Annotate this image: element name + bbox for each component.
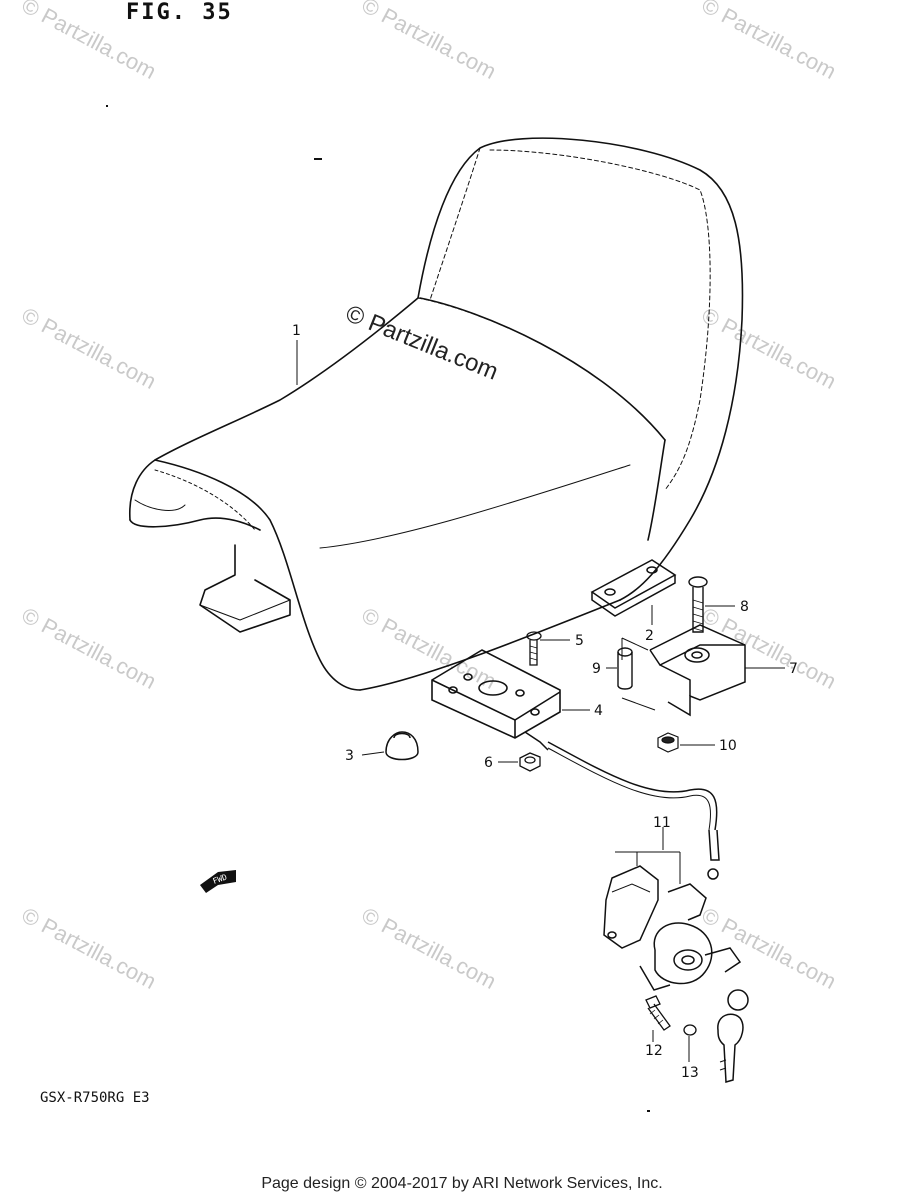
leader-lines <box>296 340 785 1062</box>
callout-labels: 1 2 3 4 5 6 7 8 9 10 11 12 13 <box>292 323 798 1081</box>
watermark-layer: © Partzilla.com © Partzilla.com © Partzi… <box>18 0 841 994</box>
callout-13: 13 <box>681 1065 699 1081</box>
scan-marks <box>106 105 650 1112</box>
spacer-part <box>617 647 633 690</box>
callout-3: 3 <box>345 748 354 764</box>
bolt-part-12 <box>645 995 671 1031</box>
footer-copyright: Page design © 2004-2017 by ARI Network S… <box>261 1175 663 1192</box>
callout-4: 4 <box>594 703 603 719</box>
watermark: © Partzilla.com <box>358 0 501 84</box>
seat-lock-cable <box>524 731 720 880</box>
lock-housing-part <box>431 649 561 739</box>
watermark: © Partzilla.com <box>18 602 161 694</box>
cap-part <box>683 1024 697 1036</box>
callout-10: 10 <box>719 738 737 754</box>
watermark: © Partzilla.com <box>18 902 161 994</box>
screw-part <box>526 631 542 666</box>
forward-arrow-icon: FWD <box>200 870 236 893</box>
watermark: © Partzilla.com <box>18 302 161 394</box>
callout-8: 8 <box>740 599 749 615</box>
bolt-part <box>688 576 708 633</box>
callout-9: 9 <box>592 661 601 677</box>
bracket-part <box>621 624 746 717</box>
nut-part-10 <box>657 732 679 753</box>
plate-part <box>590 559 677 617</box>
rubber-stopper-part <box>385 731 419 761</box>
callout-12: 12 <box>645 1043 663 1059</box>
watermark: © Partzilla.com <box>698 302 841 394</box>
callout-2: 2 <box>645 628 654 644</box>
callout-11: 11 <box>653 815 671 831</box>
callout-6: 6 <box>484 755 493 771</box>
figure-title: FIG. 35 <box>126 0 233 25</box>
watermark: © Partzilla.com <box>698 0 841 84</box>
nut-part-6 <box>519 752 541 772</box>
watermark: © Partzilla.com <box>18 0 161 84</box>
seat-part <box>129 137 744 691</box>
callout-7: 7 <box>789 661 798 677</box>
callout-5: 5 <box>575 633 584 649</box>
model-code: GSX-R750RG E3 <box>40 1090 150 1106</box>
watermark: © Partzilla.com <box>698 602 841 694</box>
lock-set-part <box>603 851 749 1083</box>
watermark: © Partzilla.com <box>358 902 501 994</box>
watermark: © Partzilla.com <box>358 602 501 694</box>
watermark: © Partzilla.com <box>698 902 841 994</box>
callout-1: 1 <box>292 323 301 339</box>
